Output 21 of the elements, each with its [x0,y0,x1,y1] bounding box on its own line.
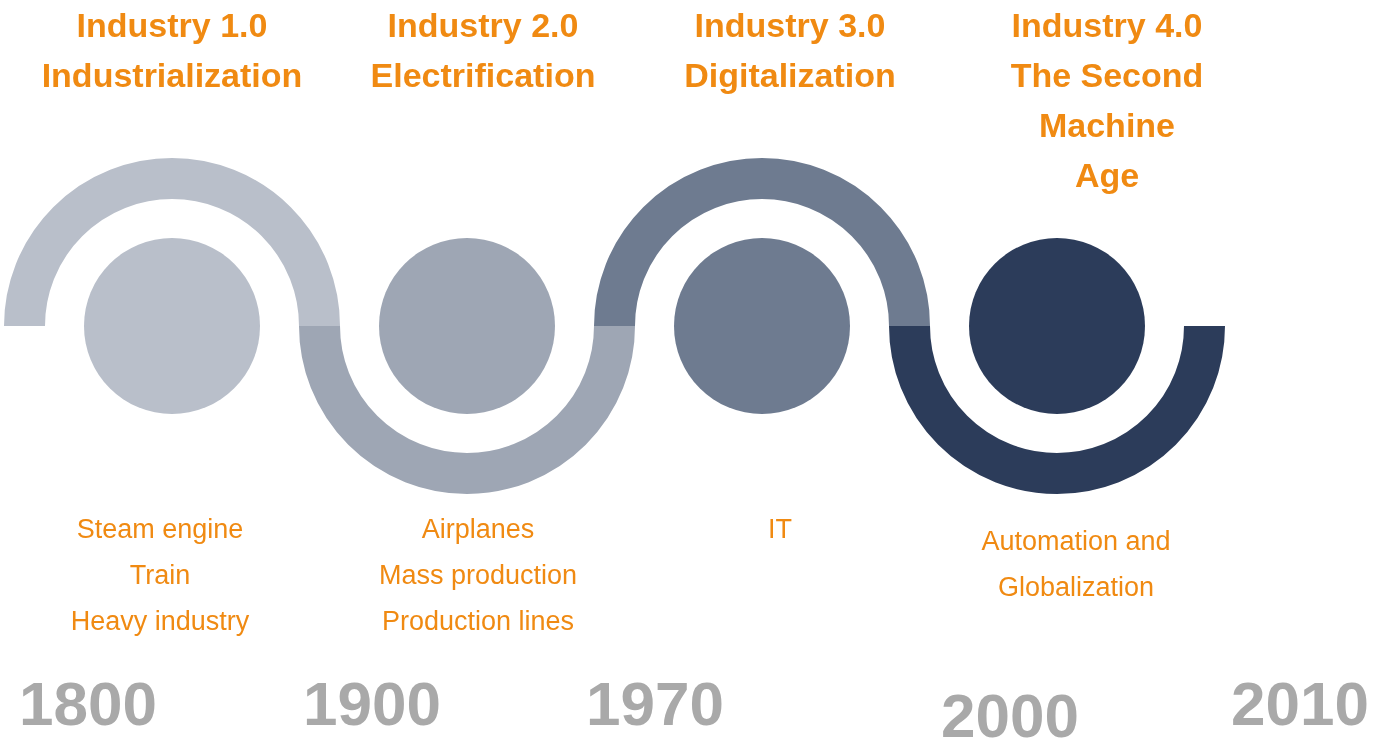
era-heading: The Second Machine Age [1009,55,1205,196]
era-description: Mass production [378,559,578,592]
era-description: Automation and Globalization [980,525,1172,604]
era-heading: Industry 4.0 [1011,5,1203,46]
era-description: IT [768,513,792,546]
year-label: 2000 [941,684,1079,738]
era-description: Train [129,559,191,592]
era-heading: Industry 1.0 [76,5,268,46]
era-description: Production lines [381,605,575,638]
year-label: 1800 [19,672,157,736]
era-description: Airplanes [421,513,535,546]
year-label: 1970 [586,672,724,736]
era-heading: Industry 2.0 [387,5,579,46]
era-heading: Industrialization [41,55,303,96]
era-description: Steam engine [76,513,244,546]
year-label: 2010 [1231,672,1369,736]
era-description: Heavy industry [70,605,250,638]
era-heading: Electrification [370,55,596,96]
era-heading: Industry 3.0 [694,5,886,46]
era-heading: Digitalization [684,55,896,96]
year-label: 1900 [303,672,441,736]
